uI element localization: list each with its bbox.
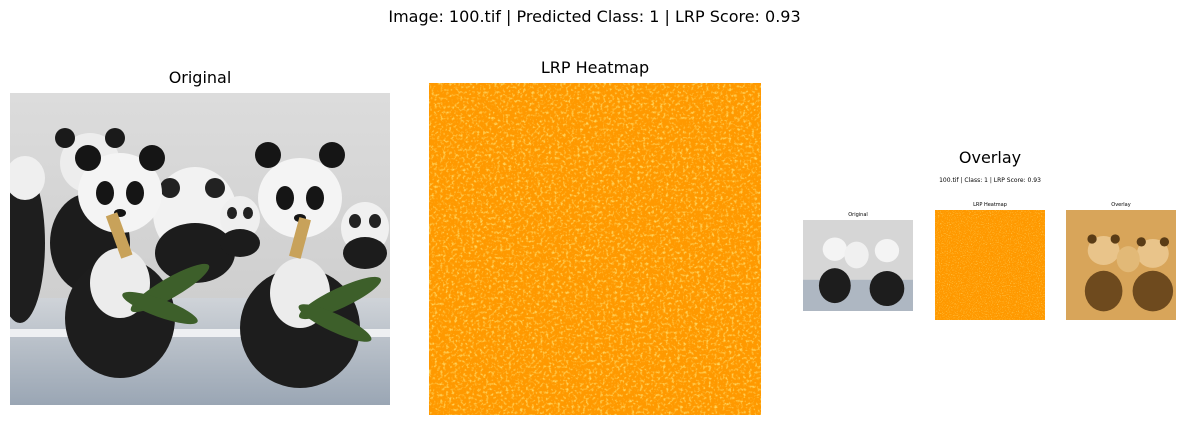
overlay-embedded-overlay-title: Overlay <box>1111 202 1131 208</box>
figure-suptitle: Image: 100.tif | Predicted Class: 1 | LR… <box>388 7 801 26</box>
overlay-embedded-suptitle: 100.tif | Class: 1 | LRP Score: 0.93 <box>939 177 1041 184</box>
overlay-embedded-heatmap-thumb <box>935 210 1045 320</box>
panda-figure <box>65 145 175 378</box>
lrp-heatmap-image <box>429 83 761 415</box>
panda-figure <box>153 167 237 283</box>
overlay-embedded-original-thumb <box>803 220 913 311</box>
panda-figure <box>341 202 389 269</box>
bamboo-leaves <box>122 263 382 342</box>
overlay-image: 100.tif | Class: 1 | LRP Score: 0.93 Ori… <box>803 172 1177 332</box>
original-image <box>10 93 390 405</box>
original-panel-title: Original <box>168 68 232 87</box>
overlay-panel-title: Overlay <box>958 148 1022 167</box>
overlay-embedded-overlay-thumb <box>1066 210 1176 320</box>
overlay-embedded-heatmap-title: LRP Heatmap <box>973 202 1007 208</box>
overlay-embedded-original-title: Original <box>848 212 868 218</box>
panda-figure <box>10 156 45 323</box>
panda-figure <box>220 196 260 257</box>
heatmap-panel-title: LRP Heatmap <box>540 58 650 77</box>
